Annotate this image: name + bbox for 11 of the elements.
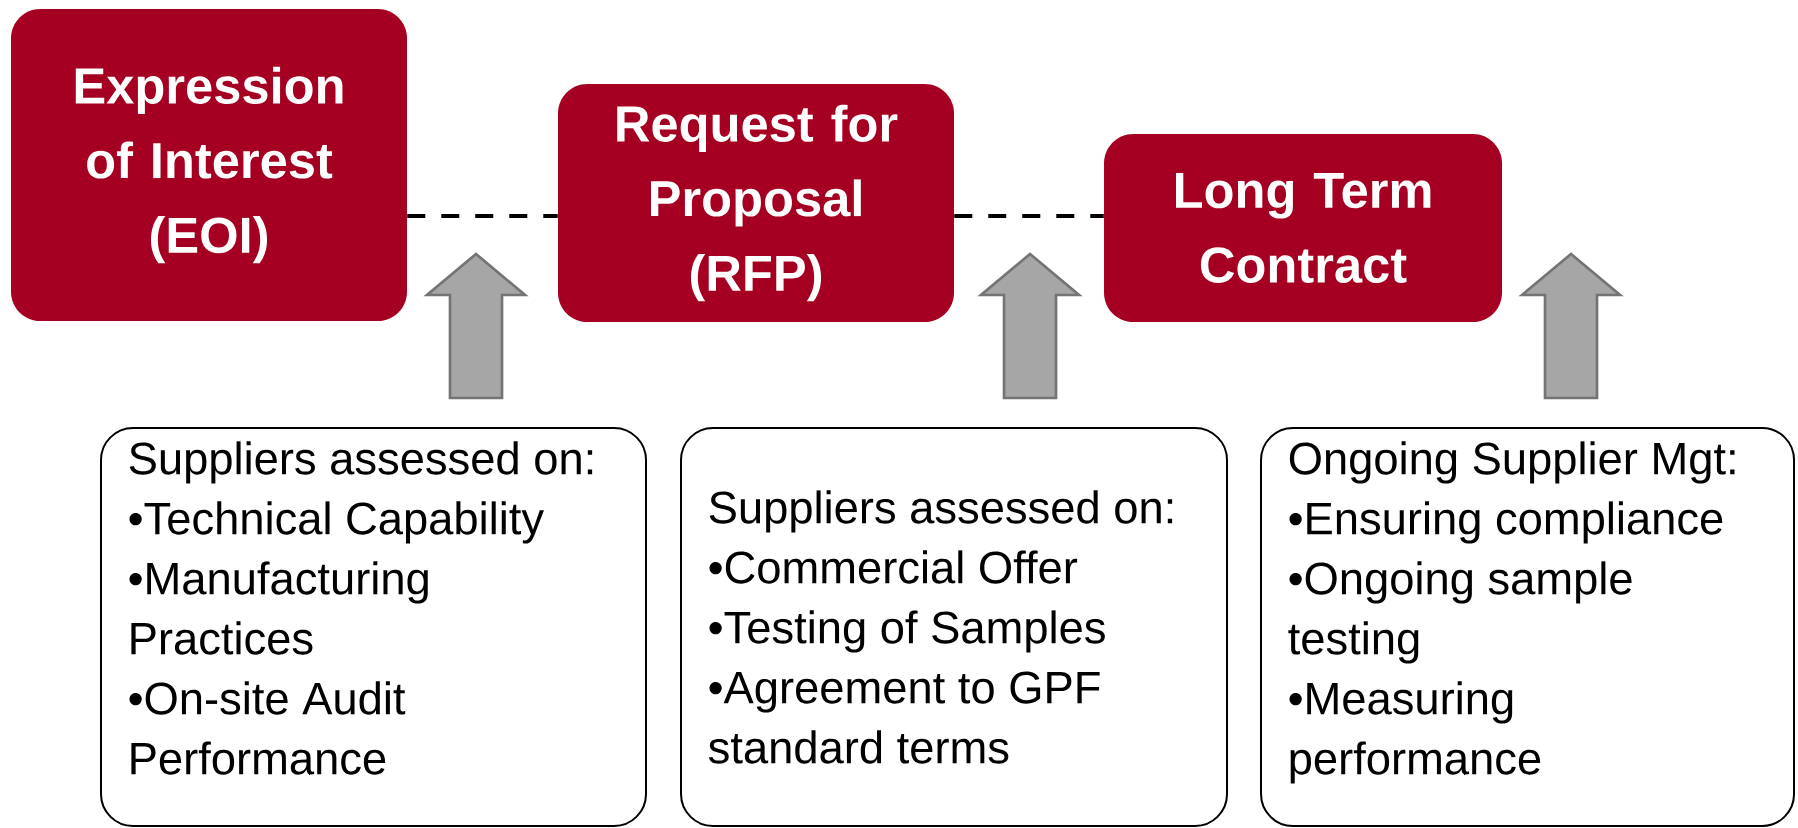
block-arrow <box>977 252 1083 400</box>
stage-box: Request for Proposal (RFP) <box>558 84 954 322</box>
block-arrow <box>1518 252 1624 400</box>
criteria-box: Ongoing Supplier Mgt: •Ensuring compliance •Ongoing sample testing •Measuring performance <box>1260 427 1796 827</box>
stage-box: Expression of Interest (EOI) <box>11 9 407 321</box>
dashed-connector <box>954 214 1104 218</box>
block-arrow <box>423 252 529 400</box>
criteria-box: Suppliers assessed on: •Commercial Offer •Testing of Samples •Agreement to GPF standard terms <box>680 427 1228 827</box>
dashed-connector <box>407 214 558 218</box>
criteria-box: Suppliers assessed on: •Technical Capability •Manufacturing Practices •On-site Audit Performance <box>100 427 647 827</box>
stage-box: Long Term Contract <box>1104 134 1502 322</box>
